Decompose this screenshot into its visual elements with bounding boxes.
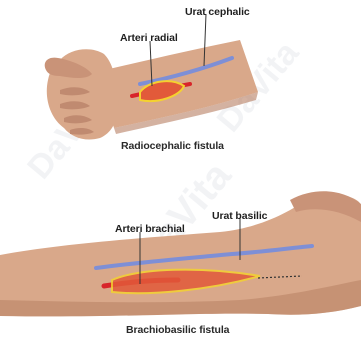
basilic-vein-label: Urat basilic	[212, 210, 267, 222]
cephalic-vein-label: Urat cephalic	[185, 6, 250, 18]
radial-artery-label: Arteri radial	[120, 32, 178, 44]
brachial-artery-label: Arteri brachial	[115, 223, 185, 235]
top-caption: Radiocephalic fistula	[121, 140, 224, 152]
bottom-caption: Brachiobasilic fistula	[126, 324, 229, 336]
